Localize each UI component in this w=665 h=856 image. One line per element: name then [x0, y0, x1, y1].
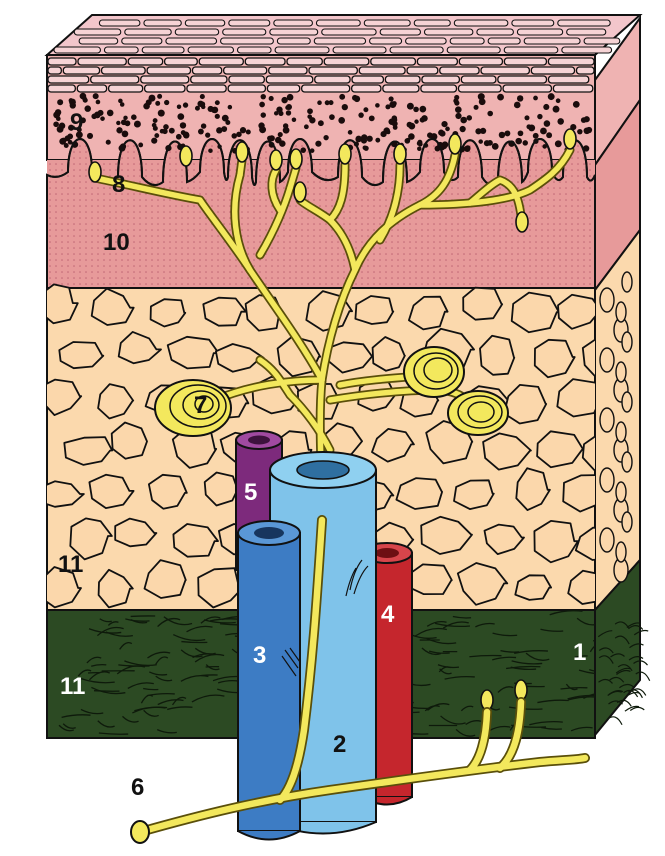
corpuscle-left	[155, 380, 231, 436]
label-5: 5	[244, 479, 257, 506]
nerve-cut-end	[131, 821, 149, 843]
block-side-face	[595, 18, 650, 735]
label-4: 4	[381, 601, 395, 628]
label-7: 7	[194, 392, 207, 419]
corpuscle-upper-right	[404, 347, 464, 397]
block-top-face	[47, 15, 640, 55]
label-1: 1	[573, 639, 586, 666]
label-9: 9	[70, 109, 83, 136]
label-6: 6	[131, 774, 144, 801]
label-11-fascia: 11	[60, 673, 85, 700]
label-2: 2	[333, 731, 346, 758]
label-8: 8	[112, 171, 125, 198]
label-11-fat: 11	[58, 551, 83, 578]
label-3: 3	[253, 642, 266, 669]
corpuscle-right	[448, 391, 508, 435]
label-10: 10	[103, 229, 130, 256]
